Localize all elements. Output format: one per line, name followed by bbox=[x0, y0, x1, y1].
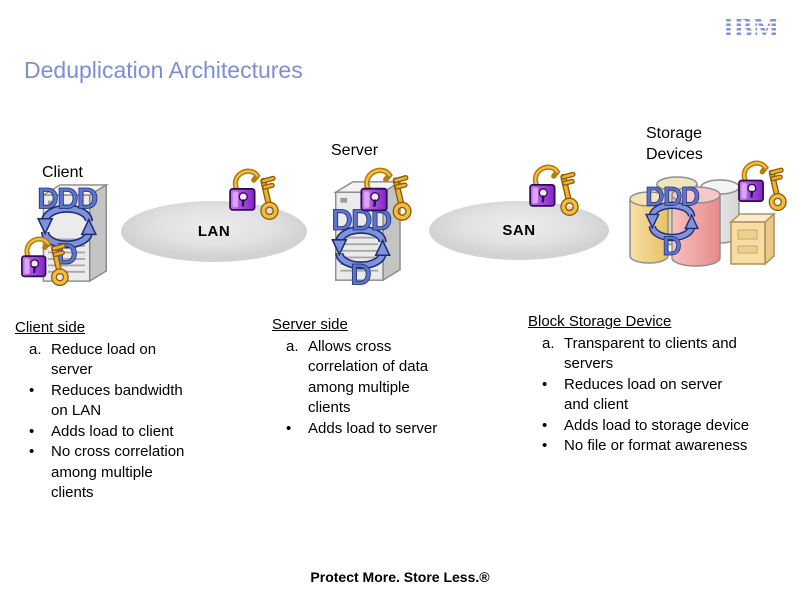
item-text: clients bbox=[308, 399, 351, 416]
list-item: a. Allows cross correlation of data among … bbox=[272, 337, 502, 419]
storage-label-line1: Storage bbox=[646, 125, 703, 142]
item-text: Adds load to storage device bbox=[564, 416, 750, 434]
item-text: and client bbox=[564, 396, 629, 413]
ibm-logo: IBM bbox=[702, 13, 780, 44]
item-text: Allows cross bbox=[308, 337, 392, 355]
list-item: a. Reduce load on server bbox=[15, 340, 255, 381]
storage-devices-label: Storage Devices bbox=[646, 123, 703, 165]
block-storage-heading: Block Storage Device bbox=[528, 313, 672, 330]
lan-label: LAN bbox=[197, 223, 231, 240]
lock-key-icon-client bbox=[16, 235, 70, 289]
item-text: clients bbox=[51, 484, 94, 501]
san-label: SAN bbox=[502, 222, 536, 239]
san-network-ellipse: SAN bbox=[429, 201, 609, 260]
dedup-letters-top: DDD bbox=[645, 181, 700, 211]
item-text: Adds load to server bbox=[308, 419, 438, 437]
item-text: Reduces bandwidth bbox=[51, 381, 183, 399]
dedup-letter-bottom: D bbox=[350, 259, 371, 292]
item-marker: • bbox=[542, 375, 548, 393]
item-text: among multiple bbox=[51, 463, 153, 481]
item-text: Transparent to clients and bbox=[564, 334, 737, 352]
item-text: correlation of data bbox=[308, 358, 429, 375]
item-text: No cross correlation bbox=[51, 443, 185, 460]
list-item: • Reduces load on server and client bbox=[528, 375, 798, 416]
slide-tagline: Protect More. Store Less.® bbox=[310, 569, 490, 585]
block-storage-panel: Block Storage Device a. Transparent to c… bbox=[528, 312, 798, 457]
dedup-letters-top: DDD bbox=[37, 183, 98, 216]
page-title: Deduplication Architectures bbox=[24, 57, 303, 83]
list-item: • Reduces bandwidth on LAN bbox=[15, 381, 255, 422]
server-side-heading: Server side bbox=[272, 316, 348, 333]
list-item: • Adds load to storage device bbox=[528, 416, 798, 437]
lock-key-icon-lan bbox=[224, 167, 280, 223]
item-text: Reduce load on bbox=[51, 340, 157, 358]
item-marker: • bbox=[542, 416, 548, 434]
ibm-logo-stripes bbox=[702, 17, 780, 37]
item-text: Reduces load on server bbox=[564, 375, 723, 393]
item-marker: • bbox=[29, 381, 35, 399]
lock-key-icon-server bbox=[355, 166, 413, 224]
client-side-panel: Client side a. Reduce load on server • Re… bbox=[15, 318, 255, 504]
item-marker: • bbox=[542, 437, 548, 454]
client-label: Client bbox=[42, 164, 83, 181]
item-marker: • bbox=[286, 419, 292, 437]
dedup-cycle-icon-storage: DDD D bbox=[645, 181, 702, 261]
item-text: on LAN bbox=[51, 402, 102, 419]
item-marker: a. bbox=[542, 334, 555, 352]
lock-key-icon-san bbox=[524, 163, 580, 219]
list-item: • No file or format awareness bbox=[528, 436, 798, 457]
item-marker: a. bbox=[286, 337, 299, 355]
server-side-panel: Server side a. Allows cross correlation o… bbox=[272, 315, 502, 439]
item-text: No file or format awareness bbox=[564, 437, 748, 454]
item-marker: • bbox=[29, 443, 35, 460]
item-text: servers bbox=[564, 355, 614, 372]
item-text: Adds load to client bbox=[51, 422, 174, 440]
lock-key-icon-storage bbox=[733, 159, 788, 214]
item-text: server bbox=[51, 361, 93, 378]
client-side-heading: Client side bbox=[15, 319, 86, 336]
item-text: among multiple bbox=[308, 378, 410, 396]
list-item: • No cross correlation among multiple clie… bbox=[15, 442, 255, 504]
server-label: Server bbox=[331, 142, 379, 159]
dedup-letter-bottom: D bbox=[662, 231, 681, 261]
item-marker: • bbox=[29, 422, 35, 440]
list-item: a. Transparent to clients and servers bbox=[528, 334, 798, 375]
list-item: • Adds load to client bbox=[15, 422, 255, 443]
storage-label-line2: Devices bbox=[646, 146, 703, 163]
item-marker: a. bbox=[29, 340, 42, 358]
list-item: • Adds load to server bbox=[272, 419, 502, 440]
